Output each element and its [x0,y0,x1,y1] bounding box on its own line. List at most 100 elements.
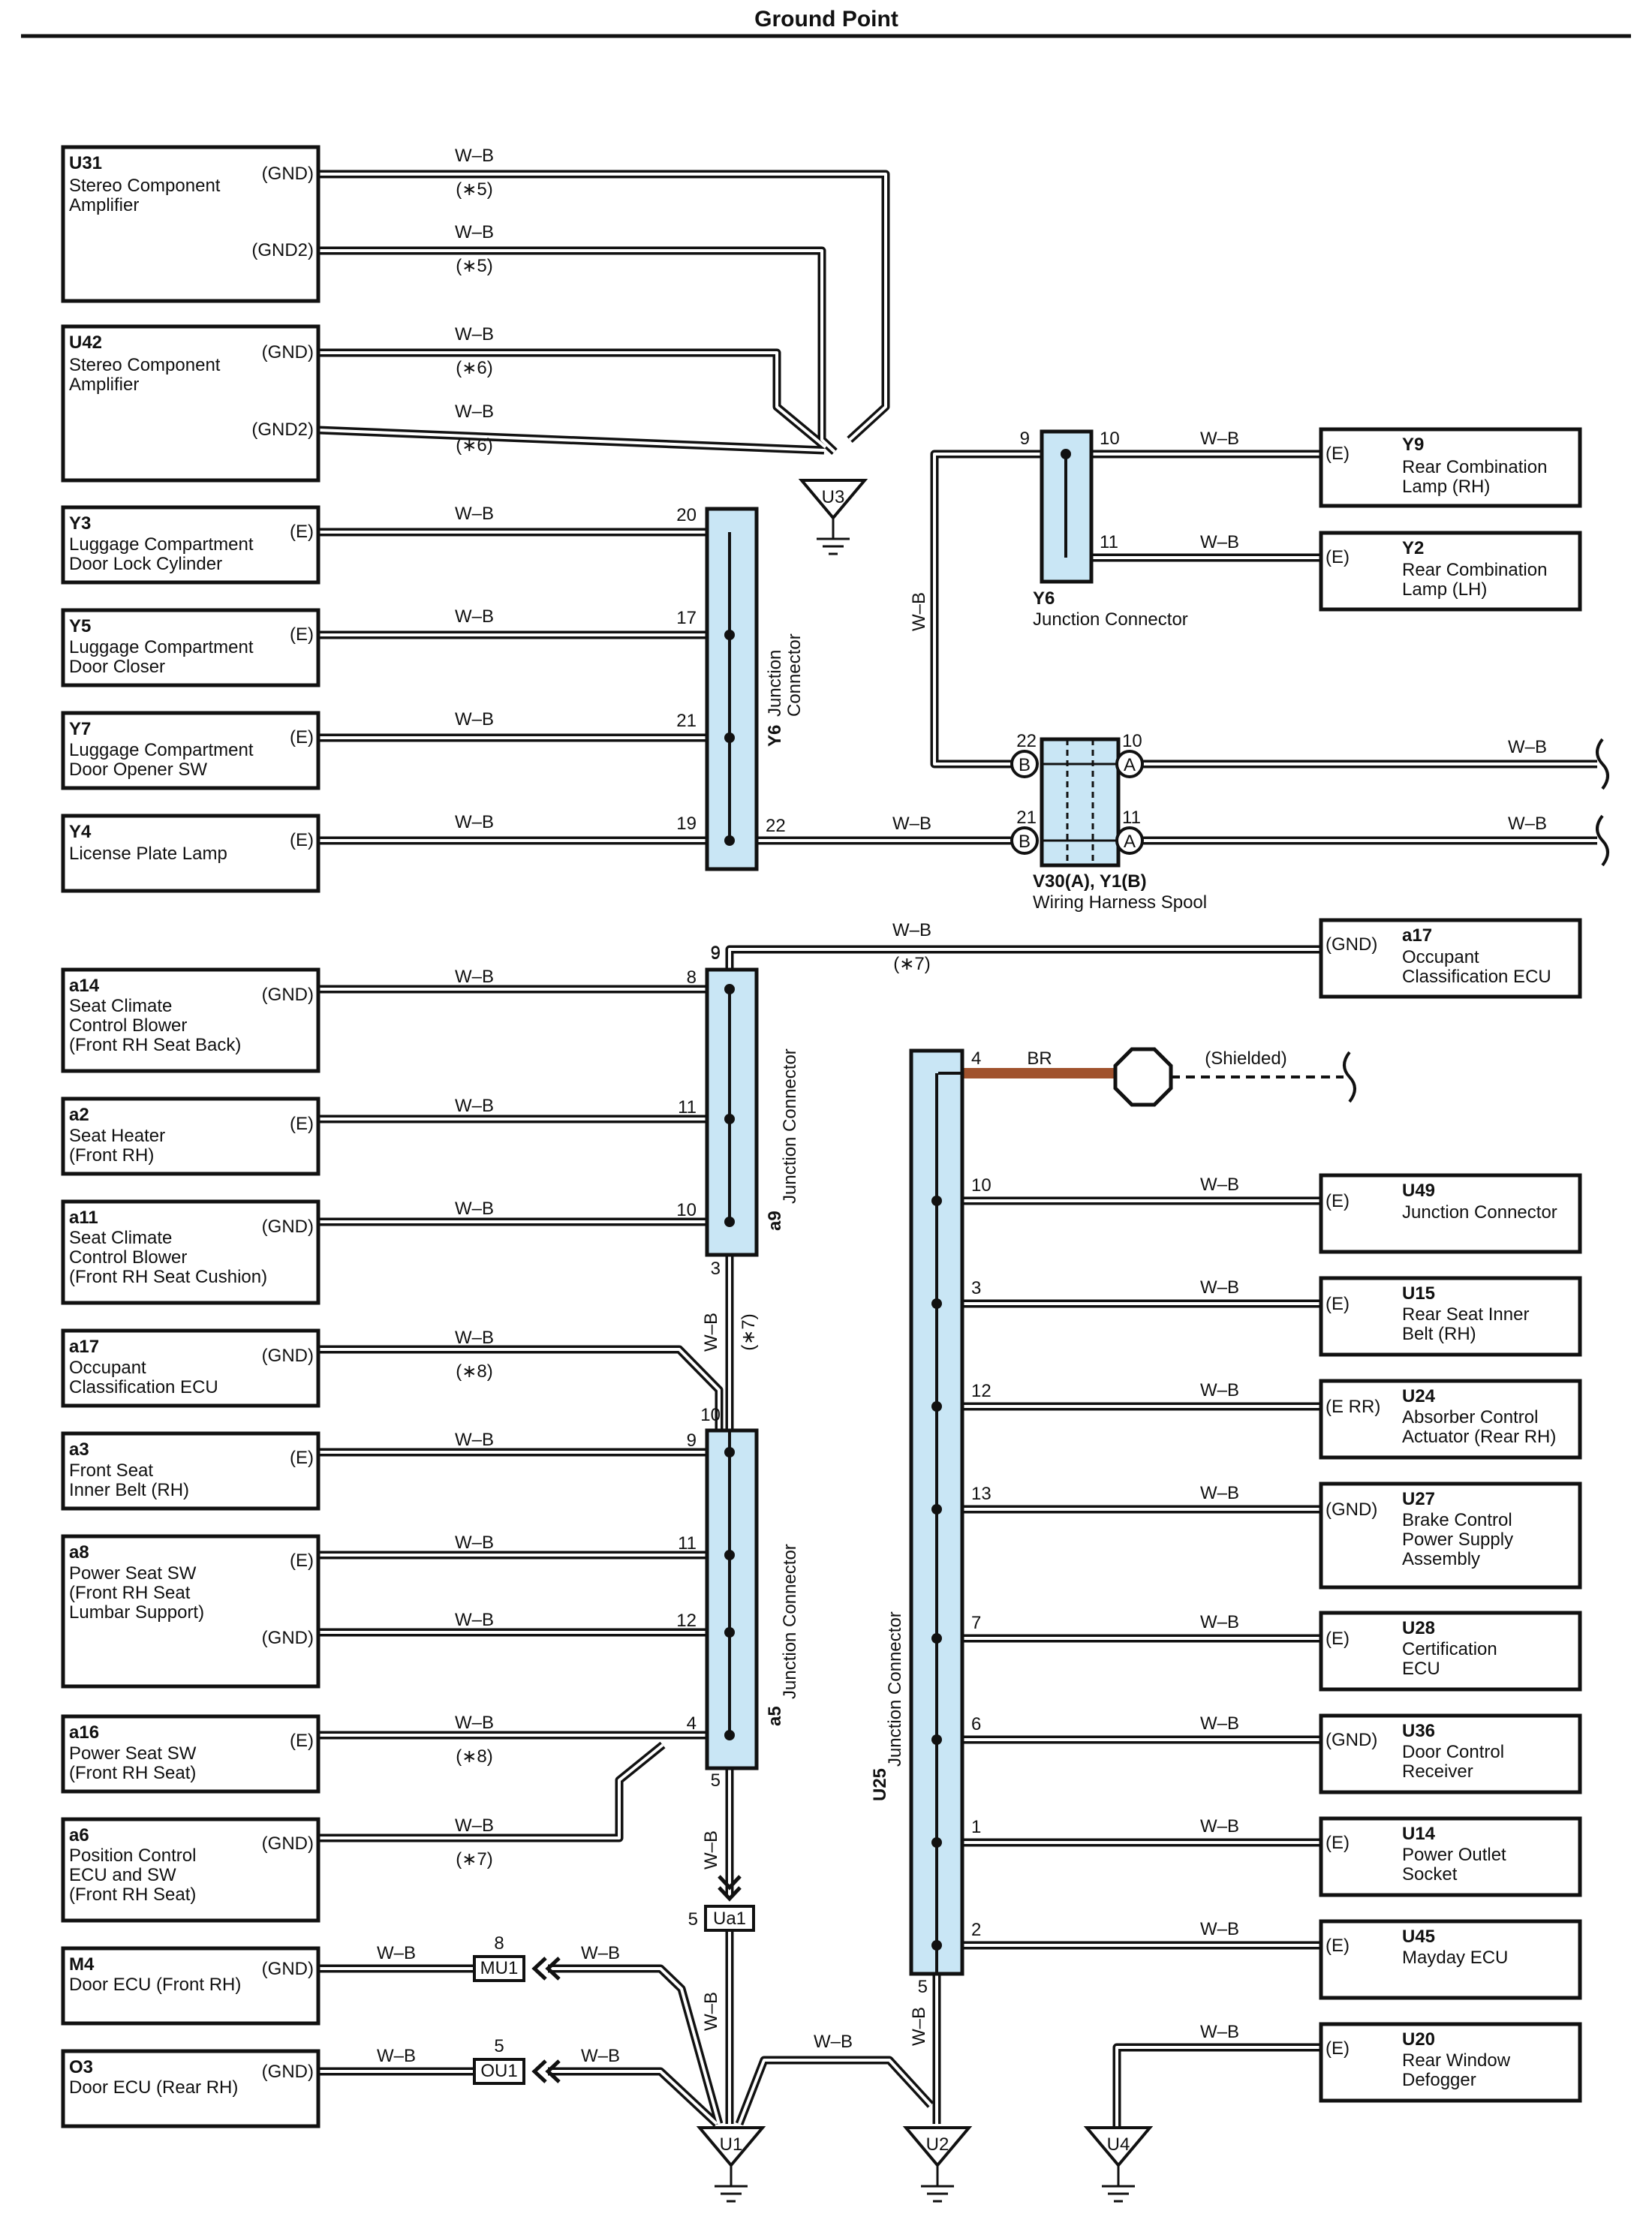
wire-color: W–B [1200,1919,1239,1939]
component-name: (Front RH Seat [69,1583,191,1603]
component-id: U36 [1402,1721,1435,1741]
component-name: Lamp (RH) [1402,477,1490,497]
wire-group [317,170,1597,2128]
jc-a9 [705,967,759,1257]
pin-label: (E) [290,1731,314,1751]
wire-note: (∗7) [893,954,930,974]
component-id: M4 [69,1954,95,1975]
component-name: Lamp (LH) [1402,579,1487,600]
component-name: Door ECU (Rear RH) [69,2077,238,2098]
component-name: Position Control [69,1845,196,1866]
component-o3: O3 Door ECU (Rear RH) (GND) W–B W–B OU1 … [69,2036,620,2098]
component-name: Front Seat [69,1460,153,1481]
spool-a-marker: A [1124,832,1136,852]
wire-color: W–B [455,222,494,242]
component-name: Classification ECU [69,1377,218,1397]
ground-label-u3: U3 [822,487,845,507]
pin-label: (E) [1326,1294,1350,1314]
component-name: (Front RH Seat Cushion) [69,1267,267,1287]
pin-label: (E) [1326,2038,1350,2059]
right-component-boxes [1319,427,1582,2103]
pin-number: 19 [676,814,697,834]
wire-color: W–B [1200,1277,1239,1298]
pin-label: (E) [1326,1629,1350,1649]
component-name: Rear Window [1402,2050,1511,2071]
pin-label: (E) [290,522,314,542]
pin-number: 13 [971,1484,992,1504]
pin-label: (GND) [1326,1500,1377,1520]
pin-number: 10 [971,1175,992,1196]
component-id: Y5 [69,616,91,636]
pin-number: 1 [971,1817,981,1837]
jc-a9-top-pin: 9 [711,943,721,964]
spool-left-top-pin: 22 [1016,731,1037,751]
jc-u25-br-pin: 4 [971,1048,981,1069]
component-u15: (E) U15 Rear Seat Inner Belt (RH) W–B 3 [971,1277,1529,1344]
component-a14: a14 Seat Climate Control Blower (Front R… [69,967,697,1055]
pin-label: (E) [1326,444,1350,464]
jc-name: Junction Connector [780,1544,800,1699]
ua1-wire-below: W–B [701,1992,721,2031]
component-name: Assembly [1402,1549,1480,1569]
jc-y6-out-pin: 22 [766,816,786,836]
jc-a5 [705,1428,759,1770]
component-name: (Front RH Seat) [69,1885,196,1905]
jc-name: Junction Connector [885,1611,905,1767]
component-id: U24 [1402,1386,1436,1406]
wire-break-mark [1343,1051,1356,1103]
component-y7: Y7 Luggage Compartment Door Opener SW (E… [69,709,697,780]
pin-number: 10 [676,1200,697,1220]
page-title: Ground Point [754,7,898,32]
pin-label: (E) [290,1448,314,1468]
wire-note: (∗6) [456,435,492,456]
spool-right-bottom-pin: 11 [1122,808,1141,828]
jc-y6-top-name: Junction Connector [1033,609,1188,630]
wire-note: (∗8) [456,1746,492,1767]
pin-label: (E) [1326,1833,1350,1853]
wire-note: (∗5) [456,179,492,200]
wire-color: W–B [455,1815,494,1836]
wire-color: W–B [455,1096,494,1116]
spool-b-marker: B [1019,755,1031,775]
wire-color: W–B [1200,1816,1239,1836]
pin-number: 2 [971,1920,981,1940]
wire-color: W–B [1200,429,1239,449]
wire-color: W–B [455,709,494,729]
jc-name: Junction [765,650,785,717]
component-name: Door Closer [69,657,165,677]
wire-color: W–B [455,606,494,627]
jc-a5-label: a5 Junction Connector [765,1544,800,1726]
component-name: Certification [1402,1639,1497,1659]
component-id: a17 [1402,925,1432,946]
ground-u3 [798,479,868,555]
pin-number: 11 [1100,532,1118,552]
wire-color: W–B [455,504,494,524]
jc-y6-out-wire: W–B [892,814,931,834]
component-id: a17 [69,1337,99,1357]
jc-u25 [909,1048,964,1976]
component-name: Classification ECU [1402,967,1551,987]
component-a11: a11 Seat Climate Control Blower (Front R… [69,1199,697,1287]
spool-wire-bottom: W–B [1508,814,1547,834]
wire-note: (∗5) [456,256,492,276]
wire-color: W–B [455,402,494,422]
component-id: a6 [69,1825,89,1845]
component-id: O3 [69,2057,93,2077]
jc-y6-top-id: Y6 [1033,588,1055,609]
component-name: Power Supply [1402,1530,1513,1550]
pin-number: 12 [971,1381,992,1401]
ground-label-u4: U4 [1107,2134,1130,2155]
component-name: Door Lock Cylinder [69,554,222,574]
component-a8: a8 Power Seat SW (Front RH Seat Lumbar S… [69,1533,697,1648]
jc-y6-left-label: Y6 Junction Connector [765,633,805,747]
component-name: (Front RH Seat) [69,1763,196,1783]
jc-y6-vert-wire: W–B [909,592,929,631]
jc-u25-label: U25 Junction Connector [870,1611,905,1801]
pin-label: (GND) [262,1833,314,1854]
pin-label: (E) [1326,1191,1350,1211]
component-id: a11 [69,1208,98,1228]
pin-number: 10 [1100,429,1120,449]
pin-label: (GND) [262,1959,314,1979]
jc-a5-vert-wire: W–B [701,1830,721,1870]
jc-name: Junction Connector [780,1048,800,1204]
